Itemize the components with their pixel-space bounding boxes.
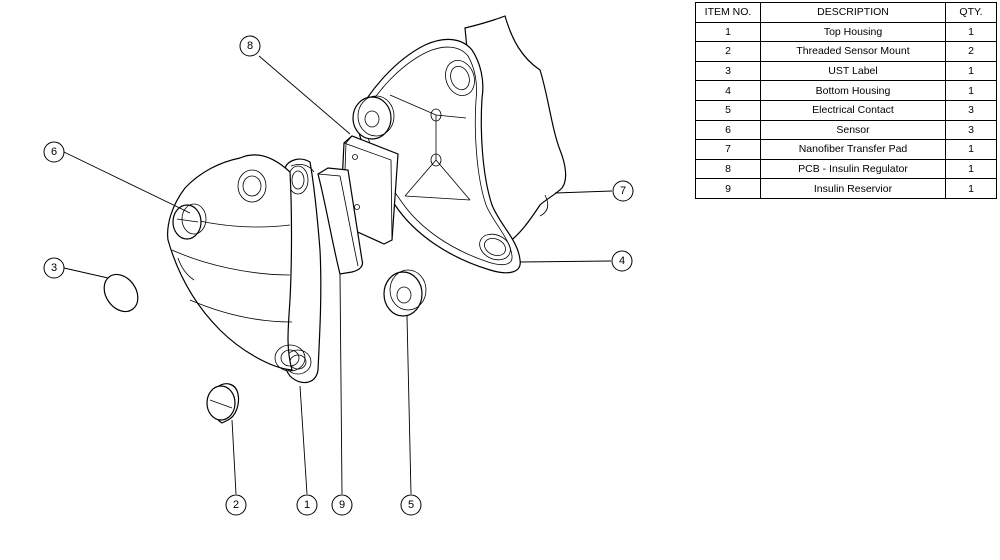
cell-description: UST Label: [760, 60, 946, 82]
cell-item-no: 9: [695, 178, 761, 199]
cell-qty: 1: [945, 139, 997, 160]
cell-qty: 1: [945, 21, 997, 43]
table-row: 6 Sensor 3: [695, 119, 997, 141]
balloon-4: 4: [611, 250, 633, 272]
cell-qty: 1: [945, 80, 997, 101]
cell-item-no: 5: [695, 99, 761, 121]
balloon-8: 8: [239, 35, 261, 57]
table-row: 1 Top Housing 1: [695, 21, 997, 43]
table-row: 5 Electrical Contact 3: [695, 99, 997, 121]
svg-text:2: 2: [233, 499, 239, 511]
threaded-sensor-mount: [206, 383, 240, 424]
cell-qty: 3: [945, 119, 997, 141]
insulin-reservoir: [317, 167, 364, 275]
sensor-part: [172, 203, 207, 240]
svg-text:1: 1: [304, 499, 310, 511]
header-qty: QTY.: [945, 2, 997, 23]
header-item-no: ITEM NO.: [695, 2, 761, 23]
cell-item-no: 8: [695, 158, 761, 180]
cell-description: Nanofiber Transfer Pad: [760, 139, 946, 160]
ust-label: [103, 273, 139, 313]
table-row: 7 Nanofiber Transfer Pad 1: [695, 139, 997, 160]
cell-description: Sensor: [760, 119, 946, 141]
cell-qty: 1: [945, 178, 997, 199]
leader-lines: [63, 55, 613, 495]
svg-text:7: 7: [620, 185, 626, 197]
balloon-1: 1: [296, 494, 318, 516]
svg-text:5: 5: [408, 499, 414, 511]
table-row: 3 UST Label 1: [695, 60, 997, 82]
table-row: 4 Bottom Housing 1: [695, 80, 997, 101]
svg-text:6: 6: [51, 146, 57, 158]
table-row: 9 Insulin Reservior 1: [695, 178, 997, 199]
cell-qty: 2: [945, 41, 997, 62]
balloon-3: 3: [43, 257, 65, 279]
cell-item-no: 4: [695, 80, 761, 101]
header-description: DESCRIPTION: [760, 2, 946, 23]
balloon-5: 5: [400, 494, 422, 516]
cell-description: Electrical Contact: [760, 99, 946, 121]
balloon-6: 6: [43, 141, 65, 163]
svg-text:8: 8: [247, 40, 253, 52]
cell-description: Top Housing: [760, 21, 946, 43]
cell-item-no: 6: [695, 119, 761, 141]
svg-text:3: 3: [51, 262, 57, 274]
cell-qty: 1: [945, 60, 997, 82]
svg-text:9: 9: [339, 499, 345, 511]
cell-item-no: 7: [695, 139, 761, 160]
cell-item-no: 1: [695, 21, 761, 43]
cell-description: Threaded Sensor Mount: [760, 41, 946, 62]
top-housing-shell: [167, 154, 306, 372]
electrical-contact-upper: [352, 95, 395, 140]
cell-description: Bottom Housing: [760, 80, 946, 101]
cell-item-no: 2: [695, 41, 761, 62]
balloon-7: 7: [612, 180, 634, 202]
table-row: 2 Threaded Sensor Mount 2: [695, 41, 997, 62]
cell-qty: 1: [945, 158, 997, 180]
svg-text:4: 4: [619, 255, 625, 267]
electrical-contact-lower: [383, 269, 427, 317]
balloon-2: 2: [225, 494, 247, 516]
balloon-9: 9: [331, 494, 353, 516]
table-row: 8 PCB - Insulin Regulator 1: [695, 158, 997, 180]
cell-description: PCB - Insulin Regulator: [760, 158, 946, 180]
cell-qty: 3: [945, 99, 997, 121]
exploded-assembly-drawing: 6 3 8 7 4 2 1 9 5: [43, 15, 634, 516]
bottom-housing: [354, 38, 521, 274]
bom-header-row: ITEM NO. DESCRIPTION QTY.: [695, 2, 997, 23]
bill-of-materials-table: ITEM NO. DESCRIPTION QTY. 1 Top Housing …: [695, 2, 997, 199]
cell-item-no: 3: [695, 60, 761, 82]
cell-description: Insulin Reservior: [760, 178, 946, 199]
